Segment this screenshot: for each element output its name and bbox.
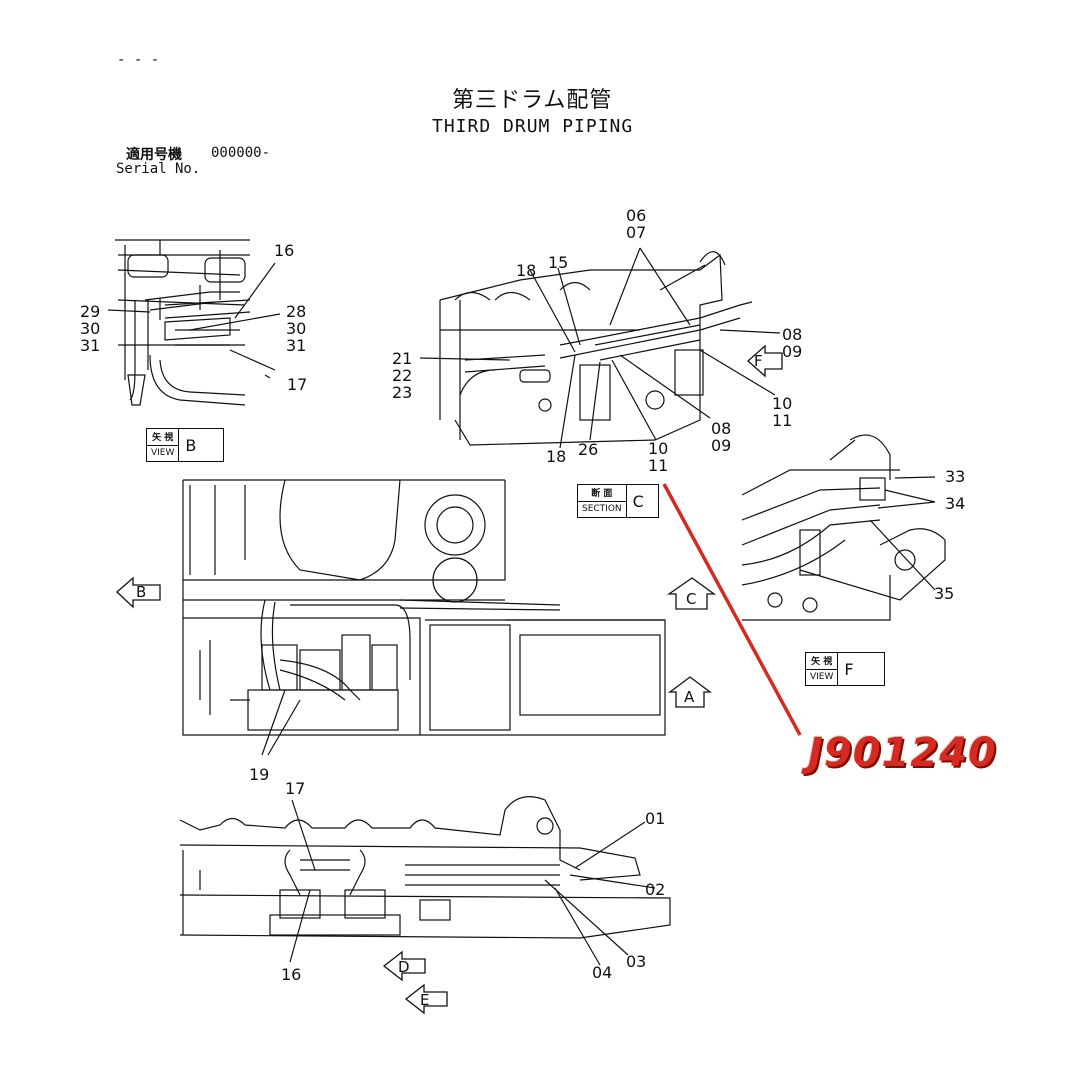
arrow-a-label: A [684, 688, 695, 706]
arrow-c [666, 577, 716, 610]
arrow-a [668, 676, 712, 708]
part-label-01: 01 [645, 809, 666, 828]
part-label-34: 34 [945, 494, 966, 513]
arrow-b [116, 576, 161, 609]
arrow-d-label: D [398, 958, 410, 976]
part-label-33: 33 [945, 467, 966, 486]
serial-value: 000000- [211, 145, 271, 161]
arrow-c-label: C [686, 590, 697, 608]
arrow-f [747, 344, 783, 378]
part-label-18-b: 18 [546, 447, 567, 466]
part-label-04: 04 [592, 963, 613, 982]
part-label-03: 03 [626, 952, 647, 971]
part-label-17-top: 17 [287, 375, 308, 394]
watermark-stroke [662, 483, 802, 736]
serial-label-en: Serial No. [116, 161, 201, 177]
part-label-15: 15 [548, 253, 569, 272]
title-en: THIRD DRUM PIPING [432, 116, 634, 137]
part-label-08-a: 08 09 [782, 325, 803, 361]
part-label-28: 28 30 31 [286, 302, 307, 355]
plan-view-drawing [182, 479, 666, 756]
part-label-10-a: 10 11 [772, 394, 793, 430]
header-dash: - - - [117, 52, 160, 68]
part-label-06: 06 07 [626, 206, 647, 242]
part-label-02: 02 [645, 880, 666, 899]
part-label-26: 26 [578, 440, 599, 459]
arrow-d [382, 950, 426, 982]
arrow-f-label: F [754, 352, 763, 370]
hollow-arrows [116, 344, 783, 1015]
title-jp: 第三ドラム配管 [452, 88, 613, 113]
part-label-08-b: 08 09 [711, 419, 732, 455]
part-label-18-a: 18 [516, 261, 537, 280]
part-label-21: 21 22 23 [392, 349, 413, 402]
part-label-10-b: 10 11 [648, 439, 669, 475]
side-view-drawing [179, 796, 671, 966]
arrow-e-label: E [420, 991, 430, 1009]
part-label-16-top: 16 [274, 241, 295, 260]
part-label-16-bottom: 16 [281, 965, 302, 984]
part-label-35: 35 [934, 584, 955, 603]
arrow-e [404, 983, 448, 1015]
watermark-code: J901240 [808, 730, 997, 776]
view-f-drawing [741, 434, 946, 621]
arrow-b-label: B [136, 583, 147, 601]
view-b-drawing [107, 239, 281, 406]
section-c-drawing [419, 247, 781, 449]
serial-label-jp: 適用号機 [126, 147, 182, 163]
part-label-17-bottom: 17 [285, 779, 306, 798]
part-label-19: 19 [249, 765, 270, 784]
part-label-29: 29 30 31 [80, 302, 101, 355]
